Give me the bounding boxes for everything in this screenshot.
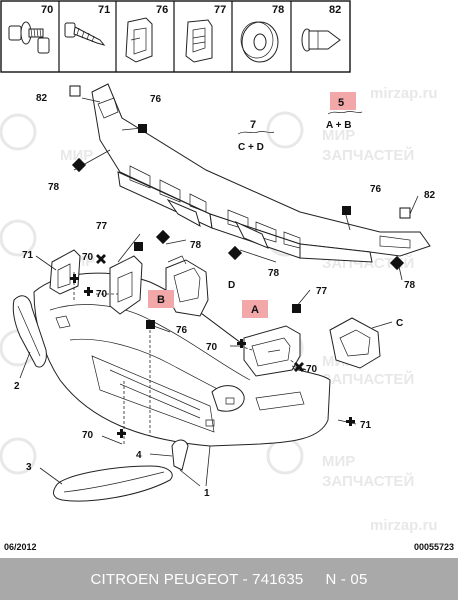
- callout-5-sub: A + B: [326, 120, 351, 131]
- callout-c: C: [396, 318, 403, 329]
- callout-78-mid: 78: [190, 240, 202, 251]
- bumper-exploded-diagram: МИР МИР ЗАПЧАСТЕЙ МИР МИР ЗАПЧАСТЕЙ МИР …: [0, 83, 438, 534]
- part-number-76: 76: [156, 4, 168, 16]
- part-number-77: 77: [214, 4, 226, 16]
- fastener-markers: [69, 85, 411, 438]
- footer-code: N - 05: [325, 570, 368, 588]
- callout-70-c: 70: [206, 342, 218, 353]
- callout-4: 4: [136, 450, 142, 461]
- lower-trim-strip: [53, 465, 173, 502]
- callout-82-left: 82: [36, 93, 48, 104]
- callout-78-bottom: 78: [268, 268, 280, 279]
- marker-82-right: [399, 207, 411, 219]
- part-number-71: 71: [98, 4, 110, 16]
- document-code: 00055723: [413, 542, 454, 552]
- marker-76-center: [146, 320, 155, 329]
- callout-70-e: 70: [82, 430, 94, 441]
- callout-76-top: 76: [150, 94, 162, 105]
- callout-77-left: 77: [96, 221, 108, 232]
- svg-text:ЗАПЧАСТЕЙ: ЗАПЧАСТЕЙ: [322, 472, 414, 490]
- left-trim-strip: [12, 295, 47, 368]
- svg-text:МИР: МИР: [322, 127, 355, 144]
- callout-70-d: 70: [306, 364, 318, 375]
- marker-77-left: [134, 242, 143, 251]
- callout-5: 5: [338, 97, 344, 109]
- spring-clip-icon: [185, 19, 213, 63]
- callout-71-left: 71: [22, 250, 34, 261]
- marker-82-left: [69, 85, 81, 97]
- self-tapping-screw-icon: [64, 22, 106, 46]
- marker-78-mid: [155, 229, 171, 245]
- svg-text:mirzap.ru: mirzap.ru: [370, 85, 438, 102]
- left-mounting-bracket: [49, 249, 143, 315]
- svg-text:МИР: МИР: [60, 147, 93, 164]
- callout-76-right: 76: [370, 184, 382, 195]
- callout-d: D: [228, 280, 235, 291]
- marker-crosses: [70, 254, 355, 438]
- callout-76-center: 76: [176, 325, 188, 336]
- fastener-parts-strip: 70 71 76 77 78 82: [0, 0, 351, 73]
- callout-7-sub: C + D: [238, 142, 264, 153]
- callout-78-left: 78: [48, 182, 60, 193]
- svg-text:mirzap.ru: mirzap.ru: [370, 517, 438, 534]
- tag-a: A: [251, 304, 259, 316]
- marker-76-top: [138, 124, 147, 133]
- footer-bar: CITROEN PEUGEOT - 741635 N - 05: [0, 558, 458, 600]
- callout-70-a: 70: [82, 252, 94, 263]
- push-rivet-icon: [301, 28, 341, 52]
- tag-5-box: [330, 92, 356, 110]
- clip-bracket-icon: [125, 17, 153, 63]
- callout-78-right: 78: [404, 280, 416, 291]
- washer-ring-icon: [240, 21, 279, 63]
- right-mounting-bracket: [243, 325, 301, 377]
- bumper-cover: [33, 272, 331, 447]
- marker-77-right: [292, 304, 301, 313]
- callout-82-right: 82: [424, 190, 436, 201]
- callout-70-b: 70: [96, 289, 108, 300]
- marker-76-right: [342, 206, 351, 215]
- callout-labels: 82 76 78 7 C + D 5 A + B 76 82 77 78 71 …: [14, 93, 436, 499]
- svg-text:ЗАПЧАСТЕЙ: ЗАПЧАСТЕЙ: [322, 370, 414, 388]
- part-number-70: 70: [41, 4, 53, 16]
- callout-3: 3: [26, 462, 32, 473]
- bracket-c: [329, 317, 381, 369]
- tow-hook-cover: [171, 439, 189, 471]
- bumper-reinforcement-beam: [91, 83, 431, 263]
- callout-1: 1: [204, 488, 210, 499]
- tag-b: B: [157, 294, 165, 306]
- parts-strip-frame: [0, 0, 351, 73]
- callout-71-right: 71: [360, 420, 372, 431]
- callout-77-right: 77: [316, 286, 328, 297]
- part-number-82: 82: [329, 4, 341, 16]
- tag-a-box: [242, 300, 268, 318]
- screw-with-washer-icon: [8, 21, 50, 54]
- date-code: 06/2012: [4, 542, 37, 552]
- footer-title: CITROEN PEUGEOT - 741635: [90, 570, 304, 588]
- part-number-78: 78: [272, 4, 284, 16]
- callout-7: 7: [250, 119, 256, 131]
- callout-2: 2: [14, 381, 20, 392]
- tag-b-box: [148, 290, 174, 308]
- svg-text:ЗАПЧАСТЕЙ: ЗАПЧАСТЕЙ: [322, 146, 414, 164]
- marker-78-bottom: [227, 245, 243, 261]
- svg-text:МИР: МИР: [322, 453, 355, 470]
- marker-78-right: [389, 255, 405, 271]
